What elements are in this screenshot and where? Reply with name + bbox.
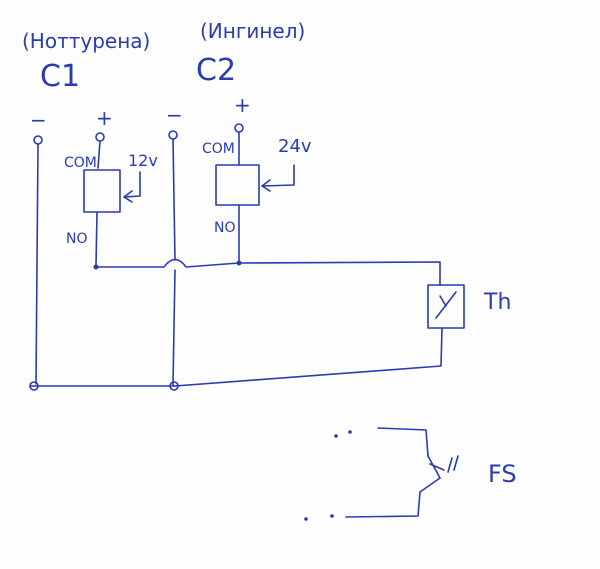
c1-minus-label: − [30, 108, 47, 132]
relay1-no-wire [95, 211, 98, 266]
c2-minus-wire [172, 138, 176, 386]
c1-caption: (Ноттурена) [22, 29, 150, 53]
junction-node [93, 264, 99, 270]
thermostat-box [427, 284, 465, 329]
float-switch-contact [427, 455, 445, 479]
c2-name: C2 [196, 53, 236, 88]
thermostat-switch [435, 291, 457, 319]
c2-minus-label: − [166, 103, 183, 127]
relay1-no-label: NO [66, 231, 88, 247]
relay1-arrow [123, 171, 141, 198]
float-switch-label: FS [488, 460, 517, 488]
c1-minus-terminal [33, 135, 43, 145]
c1-plus-label: + [96, 106, 113, 130]
junction-node [169, 381, 179, 391]
relay2-no-label: NO [214, 220, 236, 236]
c1-plus-terminal [95, 132, 105, 142]
thermostat-label: Th [483, 290, 511, 315]
c2-plus-terminal [234, 123, 244, 133]
dot [304, 517, 308, 521]
float-switch-bottom-wire [345, 477, 441, 518]
relay1-voltage-label: 12v [128, 151, 158, 170]
dot [330, 514, 334, 518]
float-switch-top-wire [377, 427, 429, 457]
c2-caption: (Ингинел) [200, 19, 305, 43]
relay2-arrow-head [261, 179, 271, 192]
relay1-arrow-head [123, 190, 133, 203]
relay2-voltage-label: 24v [278, 136, 312, 157]
relay2-com-label: COM [202, 141, 235, 157]
c2-plus-label: + [234, 93, 251, 117]
float-switch-arrows [447, 455, 459, 473]
relay1-com-label: COM [64, 155, 97, 171]
relay1-coil [83, 169, 121, 213]
main-no-wire [95, 258, 441, 286]
c1-minus-wire [35, 143, 39, 385]
dot [348, 430, 352, 434]
dot [334, 434, 338, 438]
relay2-arrow [261, 164, 295, 187]
junction-node [236, 260, 242, 266]
junction-node [29, 381, 39, 391]
relay2-coil [215, 164, 260, 206]
c2-minus-terminal [168, 130, 178, 140]
c1-name: C1 [40, 59, 80, 94]
relay1-com-wire [97, 140, 101, 169]
thermostat-return-wire [174, 327, 443, 387]
